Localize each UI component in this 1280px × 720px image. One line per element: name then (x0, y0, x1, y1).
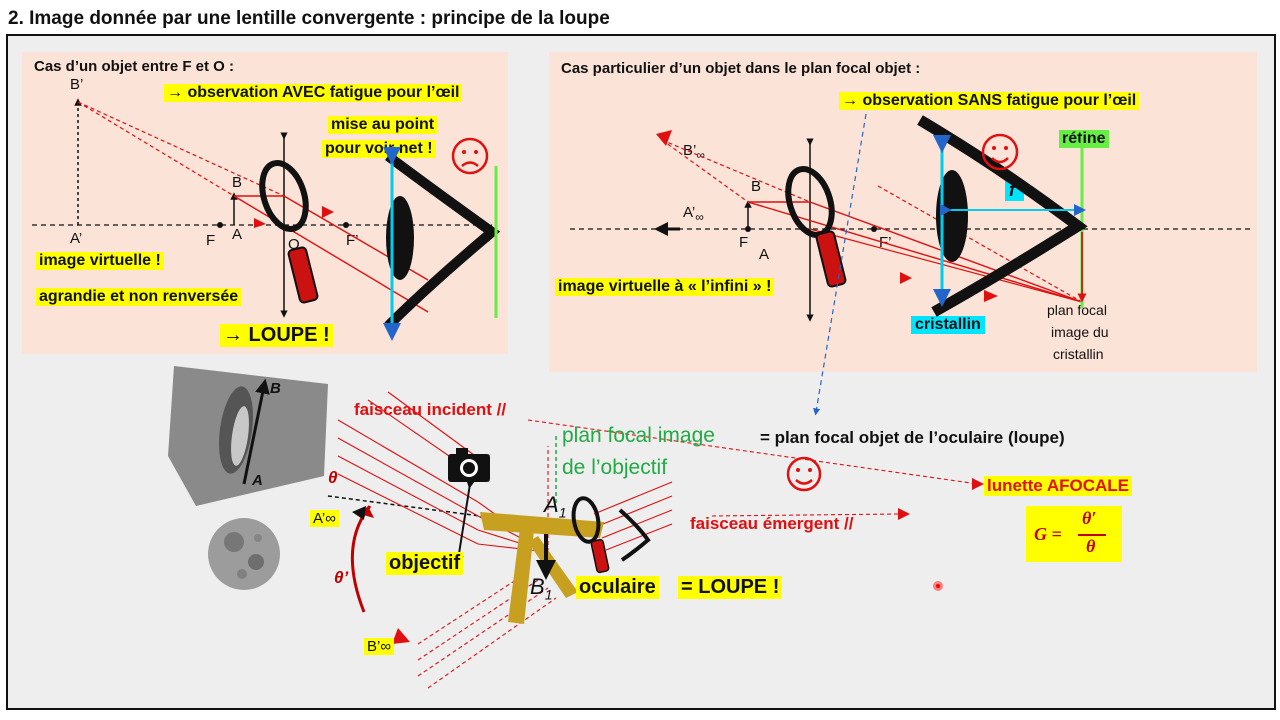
left-mise-label-1: mise au point (328, 116, 438, 134)
emergent-beam-label: faisceau émergent // (690, 514, 854, 533)
optics-drawing (32, 98, 1252, 689)
moon-crater-image (168, 366, 328, 506)
left-heading: Cas d’un objet entre F et O : (34, 58, 235, 75)
oculaire-label: oculaire (576, 576, 659, 599)
plan-focal-text-2: image du (1051, 324, 1109, 340)
left-label-O: O (288, 236, 300, 253)
right-optics (570, 115, 1252, 322)
focal-plane-image-label-1: plan focal image (562, 424, 715, 447)
left-loupe-label: → LOUPE ! (220, 324, 333, 347)
page-title: 2. Image donnée par une lentille converg… (8, 8, 610, 29)
laser-pointer-core (936, 584, 940, 588)
left-panel: Cas d’un objet entre F et O : → observat… (22, 52, 508, 354)
formula-bar (1078, 534, 1106, 536)
theta-prime-label: θ’ (334, 568, 349, 587)
right-infinity-label: image virtuelle à « l’infini » ! (555, 278, 775, 296)
B1-label: B1 (530, 574, 553, 603)
left-label-B: B (232, 174, 243, 191)
left-label-Ap: A’ (70, 230, 83, 247)
incident-beam-label: faisceau incident // (354, 400, 507, 419)
magnification-formula: G = θ′ θ (1026, 506, 1122, 562)
plan-focal-text-1: plan focal (1047, 302, 1107, 318)
formula-denominator: θ (1086, 536, 1096, 556)
Bp-infinity-label: B’∞ (364, 638, 395, 655)
left-label-Bp: B’ (70, 76, 84, 93)
right-label-F: F (739, 234, 749, 251)
left-obs-label: → observation AVEC fatigue pour l’œil (164, 84, 463, 102)
camera-icon (448, 448, 490, 482)
right-heading: Cas particulier d’un objet dans le plan … (561, 60, 921, 77)
left-label-F: F (206, 232, 216, 249)
moon-label-A: A (252, 472, 263, 489)
afocal-label: lunette AFOCALE (984, 476, 1132, 496)
formula-G: G = (1034, 524, 1062, 544)
focal-plane-equality-label: = plan focal objet de l’oculaire (loupe) (760, 428, 1065, 447)
A1-label: A1 (544, 492, 567, 521)
Ap-infinity-label: A’∞ (310, 510, 339, 527)
formula-numerator: θ′ (1082, 508, 1097, 528)
cristallin-label: cristallin (911, 316, 985, 334)
right-label-A: A (759, 246, 770, 263)
left-label-A: A (232, 226, 243, 243)
moon-icon (208, 518, 280, 590)
left-agrandie-label: agrandie et non renversée (36, 288, 242, 306)
slide-frame: Cas d’un objet entre F et O : → observat… (6, 34, 1276, 710)
right-label-Bp: B’∞ (683, 142, 705, 162)
theta-label: θ (328, 468, 338, 487)
happy-face-icon (981, 133, 1019, 171)
right-label-B: B (751, 178, 762, 195)
left-optics (32, 98, 501, 341)
telescope-drawing (327, 391, 984, 689)
happy-face-icon-bottom (786, 456, 822, 492)
left-label-Fp: F’ (346, 232, 359, 249)
moon-label-B: B (270, 380, 281, 397)
focal-plane-image-label-2: de l’objectif (562, 456, 668, 479)
right-label-Ap: A’∞ (683, 204, 704, 224)
right-panel: Cas particulier d’un objet dans le plan … (549, 52, 1257, 372)
left-mise-label-2: pour voir net ! (322, 140, 436, 158)
loupe-equality-label: = LOUPE ! (678, 576, 783, 599)
objectif-label: objectif (386, 552, 464, 575)
right-obs-label: → observation SANS fatigue pour l’œil (839, 92, 1140, 110)
plan-focal-text-3: cristallin (1053, 346, 1104, 362)
sad-face-icon (451, 137, 489, 175)
left-virtual-label: image virtuelle ! (36, 252, 164, 270)
retine-label: rétine (1059, 130, 1109, 148)
